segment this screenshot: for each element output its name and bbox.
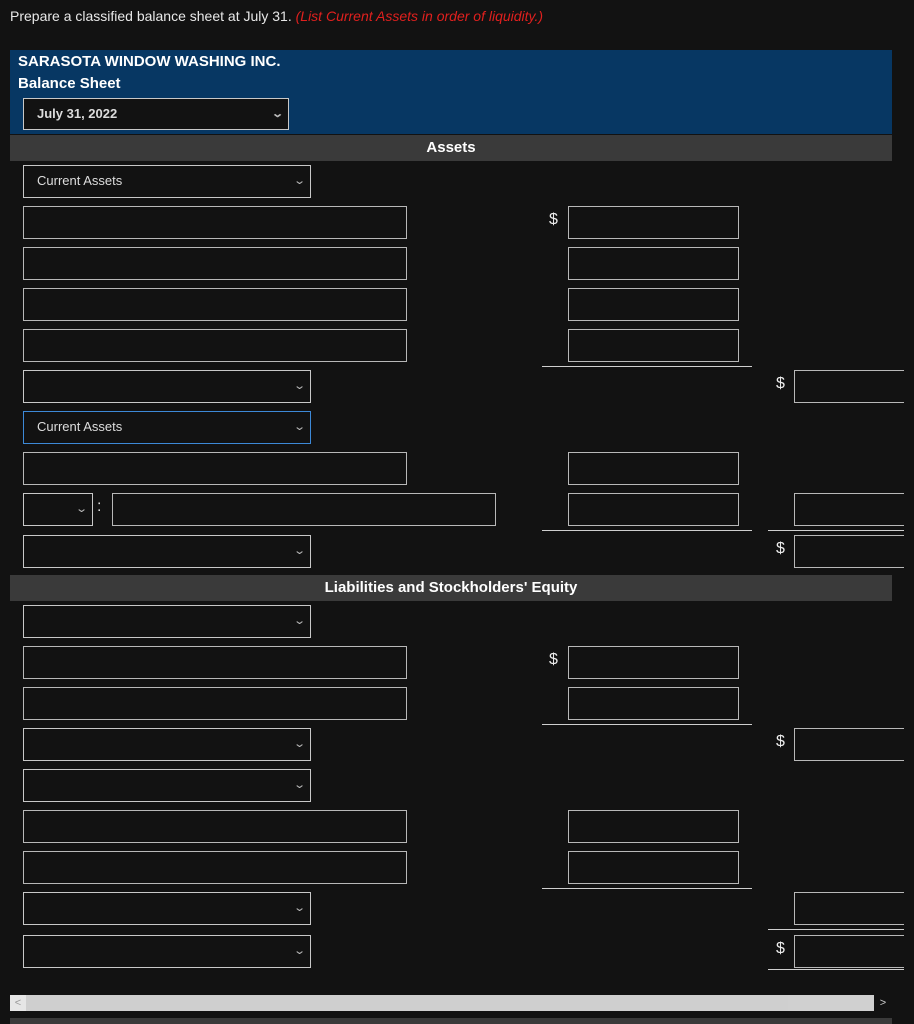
chevron-down-icon: ⌄ <box>292 902 306 914</box>
amount-input[interactable] <box>567 328 740 363</box>
total-amount-input[interactable] <box>793 369 905 404</box>
contra-account-input[interactable] <box>111 492 497 527</box>
bottom-divider <box>10 1018 892 1024</box>
account-name-input[interactable] <box>22 328 408 363</box>
dollar-sign: $ <box>549 211 558 228</box>
liabilities-equity-section-header: Liabilities and Stockholders' Equity <box>10 575 892 601</box>
amount-input[interactable] <box>567 205 740 240</box>
total-equity-select[interactable]: ⌄ <box>23 892 311 925</box>
account-name-input[interactable] <box>22 850 408 885</box>
company-name: SARASOTA WINDOW WASHING INC. <box>18 53 281 70</box>
current-assets-select[interactable]: Current Assets ⌄ <box>23 165 311 198</box>
date-select[interactable]: July 31, 2022 ⌄ <box>23 98 289 130</box>
less-select[interactable]: ⌄ <box>23 493 93 526</box>
scroll-left-arrow-icon[interactable]: < <box>10 995 26 1011</box>
dollar-sign: $ <box>549 651 558 668</box>
scrollbar-thumb[interactable] <box>26 995 788 1011</box>
assets-section-header: Assets <box>10 135 892 161</box>
chevron-down-icon: ⌄ <box>292 421 306 433</box>
amount-input[interactable] <box>567 645 740 680</box>
amount-input[interactable] <box>567 809 740 844</box>
dollar-sign: $ <box>776 540 785 557</box>
total-liabilities-input[interactable] <box>793 727 905 762</box>
total-liabilities-equity-input[interactable] <box>793 934 905 969</box>
statement-title: Balance Sheet <box>18 75 121 92</box>
current-liabilities-select[interactable]: ⌄ <box>23 605 311 638</box>
dollar-sign: $ <box>776 733 785 750</box>
account-name-input[interactable] <box>22 287 408 322</box>
net-amount-input[interactable] <box>793 492 905 527</box>
account-name-input[interactable] <box>22 451 408 486</box>
chevron-down-icon: ⌄ <box>270 108 284 120</box>
amount-input[interactable] <box>567 850 740 885</box>
total-equity-input[interactable] <box>793 891 905 926</box>
equity-select[interactable]: ⌄ <box>23 769 311 802</box>
total-assets-input[interactable] <box>793 534 905 569</box>
total-underline <box>768 530 904 531</box>
chevron-down-icon: ⌄ <box>292 545 306 557</box>
amount-input[interactable] <box>567 686 740 721</box>
subtotal-underline <box>542 366 752 367</box>
amount-input[interactable] <box>567 287 740 322</box>
total-underline <box>768 929 904 930</box>
account-name-input[interactable] <box>22 205 408 240</box>
double-underline <box>768 969 904 970</box>
account-name-input[interactable] <box>22 645 408 680</box>
property-plant-select[interactable]: Current Assets ⌄ <box>23 411 311 444</box>
amount-input[interactable] <box>567 492 740 527</box>
chevron-down-icon: ⌄ <box>292 615 306 627</box>
account-name-input[interactable] <box>22 809 408 844</box>
chevron-down-icon: ⌄ <box>292 738 306 750</box>
dollar-sign: $ <box>776 940 785 957</box>
current-assets-select-value: Current Assets <box>37 173 123 188</box>
chevron-down-icon: ⌄ <box>292 779 306 791</box>
scroll-right-arrow-icon[interactable]: > <box>874 995 892 1011</box>
instruction-hint: (List Current Assets in order of liquidi… <box>295 8 544 24</box>
total-liabilities-equity-select[interactable]: ⌄ <box>23 935 311 968</box>
account-name-input[interactable] <box>22 686 408 721</box>
chevron-down-icon: ⌄ <box>74 503 88 515</box>
chevron-down-icon: ⌄ <box>292 380 306 392</box>
total-current-assets-select[interactable]: ⌄ <box>23 370 311 403</box>
colon-separator: : <box>97 498 102 515</box>
account-name-input[interactable] <box>22 246 408 281</box>
subtotal-underline <box>542 724 752 725</box>
chevron-down-icon: ⌄ <box>292 945 306 957</box>
instruction-main: Prepare a classified balance sheet at Ju… <box>10 8 292 24</box>
amount-input[interactable] <box>567 246 740 281</box>
subtotal-underline <box>542 888 752 889</box>
amount-input[interactable] <box>567 451 740 486</box>
total-liabilities-select[interactable]: ⌄ <box>23 728 311 761</box>
total-assets-select[interactable]: ⌄ <box>23 535 311 568</box>
dollar-sign: $ <box>776 375 785 392</box>
date-select-value: July 31, 2022 <box>37 106 118 121</box>
chevron-down-icon: ⌄ <box>292 175 306 187</box>
property-plant-select-value: Current Assets <box>37 419 123 434</box>
instruction-text: Prepare a classified balance sheet at Ju… <box>10 8 543 24</box>
subtotal-underline <box>542 530 752 531</box>
